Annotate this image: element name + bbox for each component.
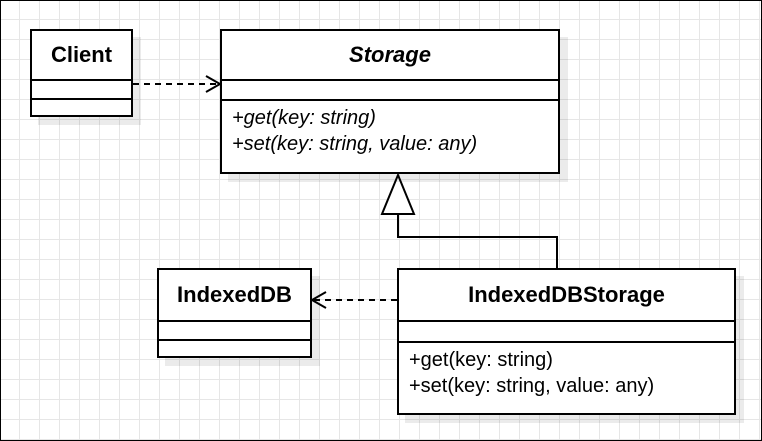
storage-class[interactable]: Storage +get(key: string) +set(key: stri… — [220, 29, 560, 174]
storage-indexeddb-dependency-arrowhead — [309, 291, 327, 309]
client-operations-section — [32, 100, 131, 115]
indexeddb-class-name: IndexedDB — [159, 270, 310, 322]
realization-triangle-arrowhead — [380, 172, 416, 215]
realization-line — [397, 214, 558, 268]
storage-attributes-section — [222, 81, 558, 101]
indexeddb-storage-class[interactable]: IndexedDBStorage +get(key: string) +set(… — [397, 268, 736, 415]
client-attributes-section — [32, 81, 131, 100]
storage-class-name: Storage — [222, 31, 558, 81]
indexeddb-attributes-section — [159, 322, 310, 341]
client-class[interactable]: Client — [30, 29, 133, 117]
storage-operation-get: +get(key: string) — [232, 107, 376, 129]
indexeddb-storage-class-name: IndexedDBStorage — [399, 270, 734, 322]
storage-operations-section: +get(key: string) +set(key: string, valu… — [222, 101, 558, 157]
indexeddb-class[interactable]: IndexedDB — [157, 268, 312, 358]
indexeddb-storage-operation-set: +set(key: string, value: any) — [409, 375, 655, 397]
indexeddb-operations-section — [159, 341, 310, 356]
indexeddb-storage-operations-section: +get(key: string) +set(key: string, valu… — [399, 343, 734, 399]
indexeddb-storage-operation-get: +get(key: string) — [409, 349, 553, 371]
indexeddb-storage-attributes-section — [399, 322, 734, 343]
client-class-name: Client — [32, 31, 131, 81]
storage-operation-set: +set(key: string, value: any) — [232, 133, 478, 155]
